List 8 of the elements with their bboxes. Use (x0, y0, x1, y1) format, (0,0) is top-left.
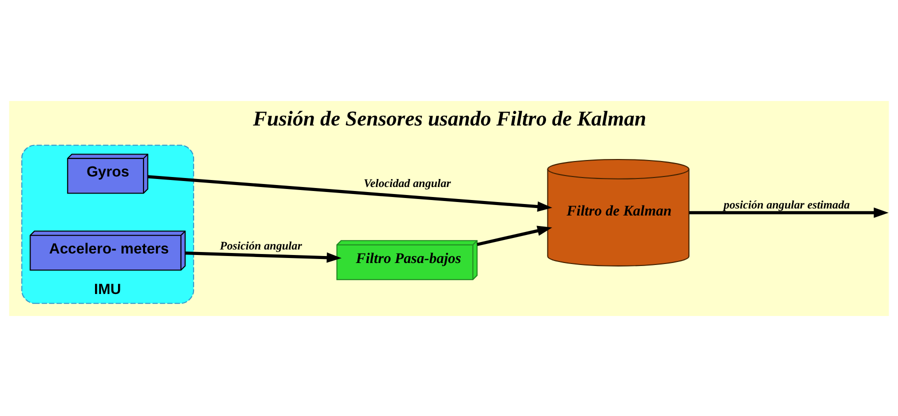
edge-label: posición angular estimada (724, 198, 850, 211)
arrow (476, 225, 552, 246)
arrow (148, 174, 552, 212)
arrow (689, 207, 889, 218)
arrow (185, 251, 342, 262)
diagram-title: Fusión de Sensores usando Filtro de Kalman (252, 106, 646, 130)
edge-label: Velocidad angular (364, 176, 451, 190)
edge-label: Posición angular (220, 238, 302, 252)
